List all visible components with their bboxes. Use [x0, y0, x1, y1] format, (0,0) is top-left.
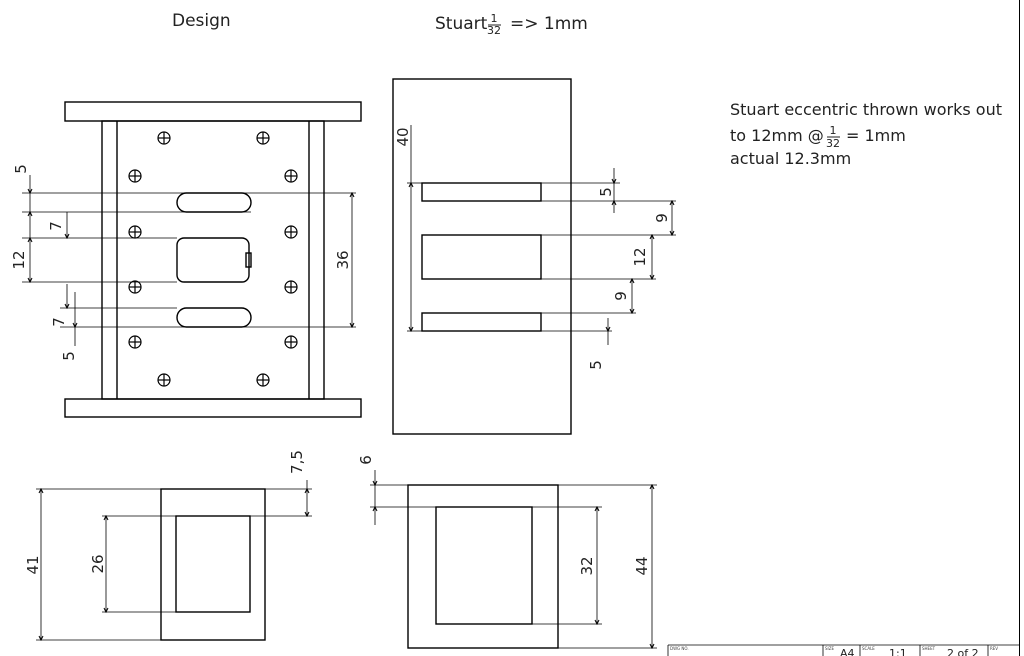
side-view [407, 484, 559, 649]
scale-heading-prefix: Stuart [435, 14, 488, 34]
end-view-window [175, 515, 251, 613]
design-heading: Design [172, 11, 231, 31]
scale-fraction-numerator: 1 [491, 12, 498, 25]
dim-end-window: 26 [89, 554, 107, 573]
bolt-hole [256, 373, 270, 387]
title-block-size: A4 [840, 647, 855, 656]
side-view-window [435, 506, 533, 625]
exhaust-port [176, 237, 250, 283]
port-tab [245, 252, 252, 268]
bolt-hole [128, 225, 142, 239]
dim-face-gap-upper: 9 [653, 213, 671, 223]
bottom-flange [64, 398, 362, 418]
top-flange [64, 101, 362, 122]
bolt-hole [157, 373, 171, 387]
side-view-outer [407, 484, 559, 649]
dim-front-slot-gap-upper: 7 [47, 221, 65, 231]
front-view-dimensions [22, 175, 356, 346]
eccentric-note: Stuart eccentric thrown works out to 12m… [730, 100, 1002, 168]
dim-face-length: 40 [394, 127, 412, 146]
note-fraction-denominator: 32 [826, 137, 840, 150]
bolt-hole [256, 131, 270, 145]
dim-side-height: 44 [633, 556, 651, 575]
port-face-dimensions [407, 125, 676, 345]
bolt-holes [128, 131, 298, 387]
note-line-1: Stuart eccentric thrown works out [730, 100, 1002, 119]
dim-front-slot-gap-lower: 7 [50, 317, 68, 327]
bolt-hole [284, 225, 298, 239]
sheet-border [1019, 0, 1020, 656]
bolt-hole [128, 169, 142, 183]
upper-steam-slot [176, 192, 252, 213]
scale-heading-suffix: => 1mm [510, 14, 588, 34]
title-block-sheet-label: SHEET [922, 646, 936, 651]
bolt-hole [284, 280, 298, 294]
port-face-block [392, 78, 572, 435]
upper-port [421, 182, 542, 202]
dim-front-port: 12 [10, 250, 28, 269]
note-line-2-prefix: to 12mm @ [730, 126, 824, 145]
port-face-view [392, 78, 572, 435]
dim-face-slot-bottom: 5 [587, 360, 605, 370]
end-view-outer [160, 488, 266, 641]
note-line-2-suffix: = 1mm [846, 126, 906, 145]
scale-fraction-denominator: 32 [487, 24, 501, 37]
title-block-scale: 1:1 [889, 647, 907, 656]
bolt-hole [284, 169, 298, 183]
dim-end-offset: 7,5 [288, 450, 306, 474]
dim-front-span: 36 [334, 250, 352, 269]
title-block-size-label: SIZE [825, 646, 834, 651]
dim-face-slot-top: 5 [597, 187, 615, 197]
dim-face-gap-lower: 9 [612, 291, 630, 301]
title-block: DWG NO. SIZE A4 SCALE 1:1 SHEET 2 of 2 R… [667, 644, 1020, 656]
lower-steam-slot [176, 307, 252, 328]
end-view-dimensions [36, 480, 312, 642]
end-view [160, 488, 266, 641]
exhaust-port-face [421, 234, 542, 280]
dim-front-top-gap: 5 [12, 164, 30, 174]
title-block-scale-label: SCALE [862, 646, 875, 651]
dim-side-window: 32 [578, 556, 596, 575]
dim-face-port: 12 [631, 247, 649, 266]
dim-end-height: 41 [24, 555, 42, 574]
lower-port [421, 312, 542, 332]
title-block-dwg-label: DWG NO. [670, 646, 689, 651]
side-view-dimensions [370, 470, 657, 650]
bolt-hole [157, 131, 171, 145]
note-line-3: actual 12.3mm [730, 149, 851, 168]
dim-front-bottom-gap: 5 [60, 351, 78, 361]
front-view [64, 101, 362, 418]
title-block-rev-label: REV [990, 646, 998, 651]
note-fraction-numerator: 1 [830, 124, 837, 137]
title-block-sheet: 2 of 2 [947, 647, 979, 656]
chest-body [101, 120, 325, 400]
bolt-hole [284, 335, 298, 349]
bolt-hole [128, 280, 142, 294]
scale-fraction: 1 32 [487, 12, 501, 37]
bolt-hole [128, 335, 142, 349]
dim-side-offset: 6 [357, 455, 375, 465]
